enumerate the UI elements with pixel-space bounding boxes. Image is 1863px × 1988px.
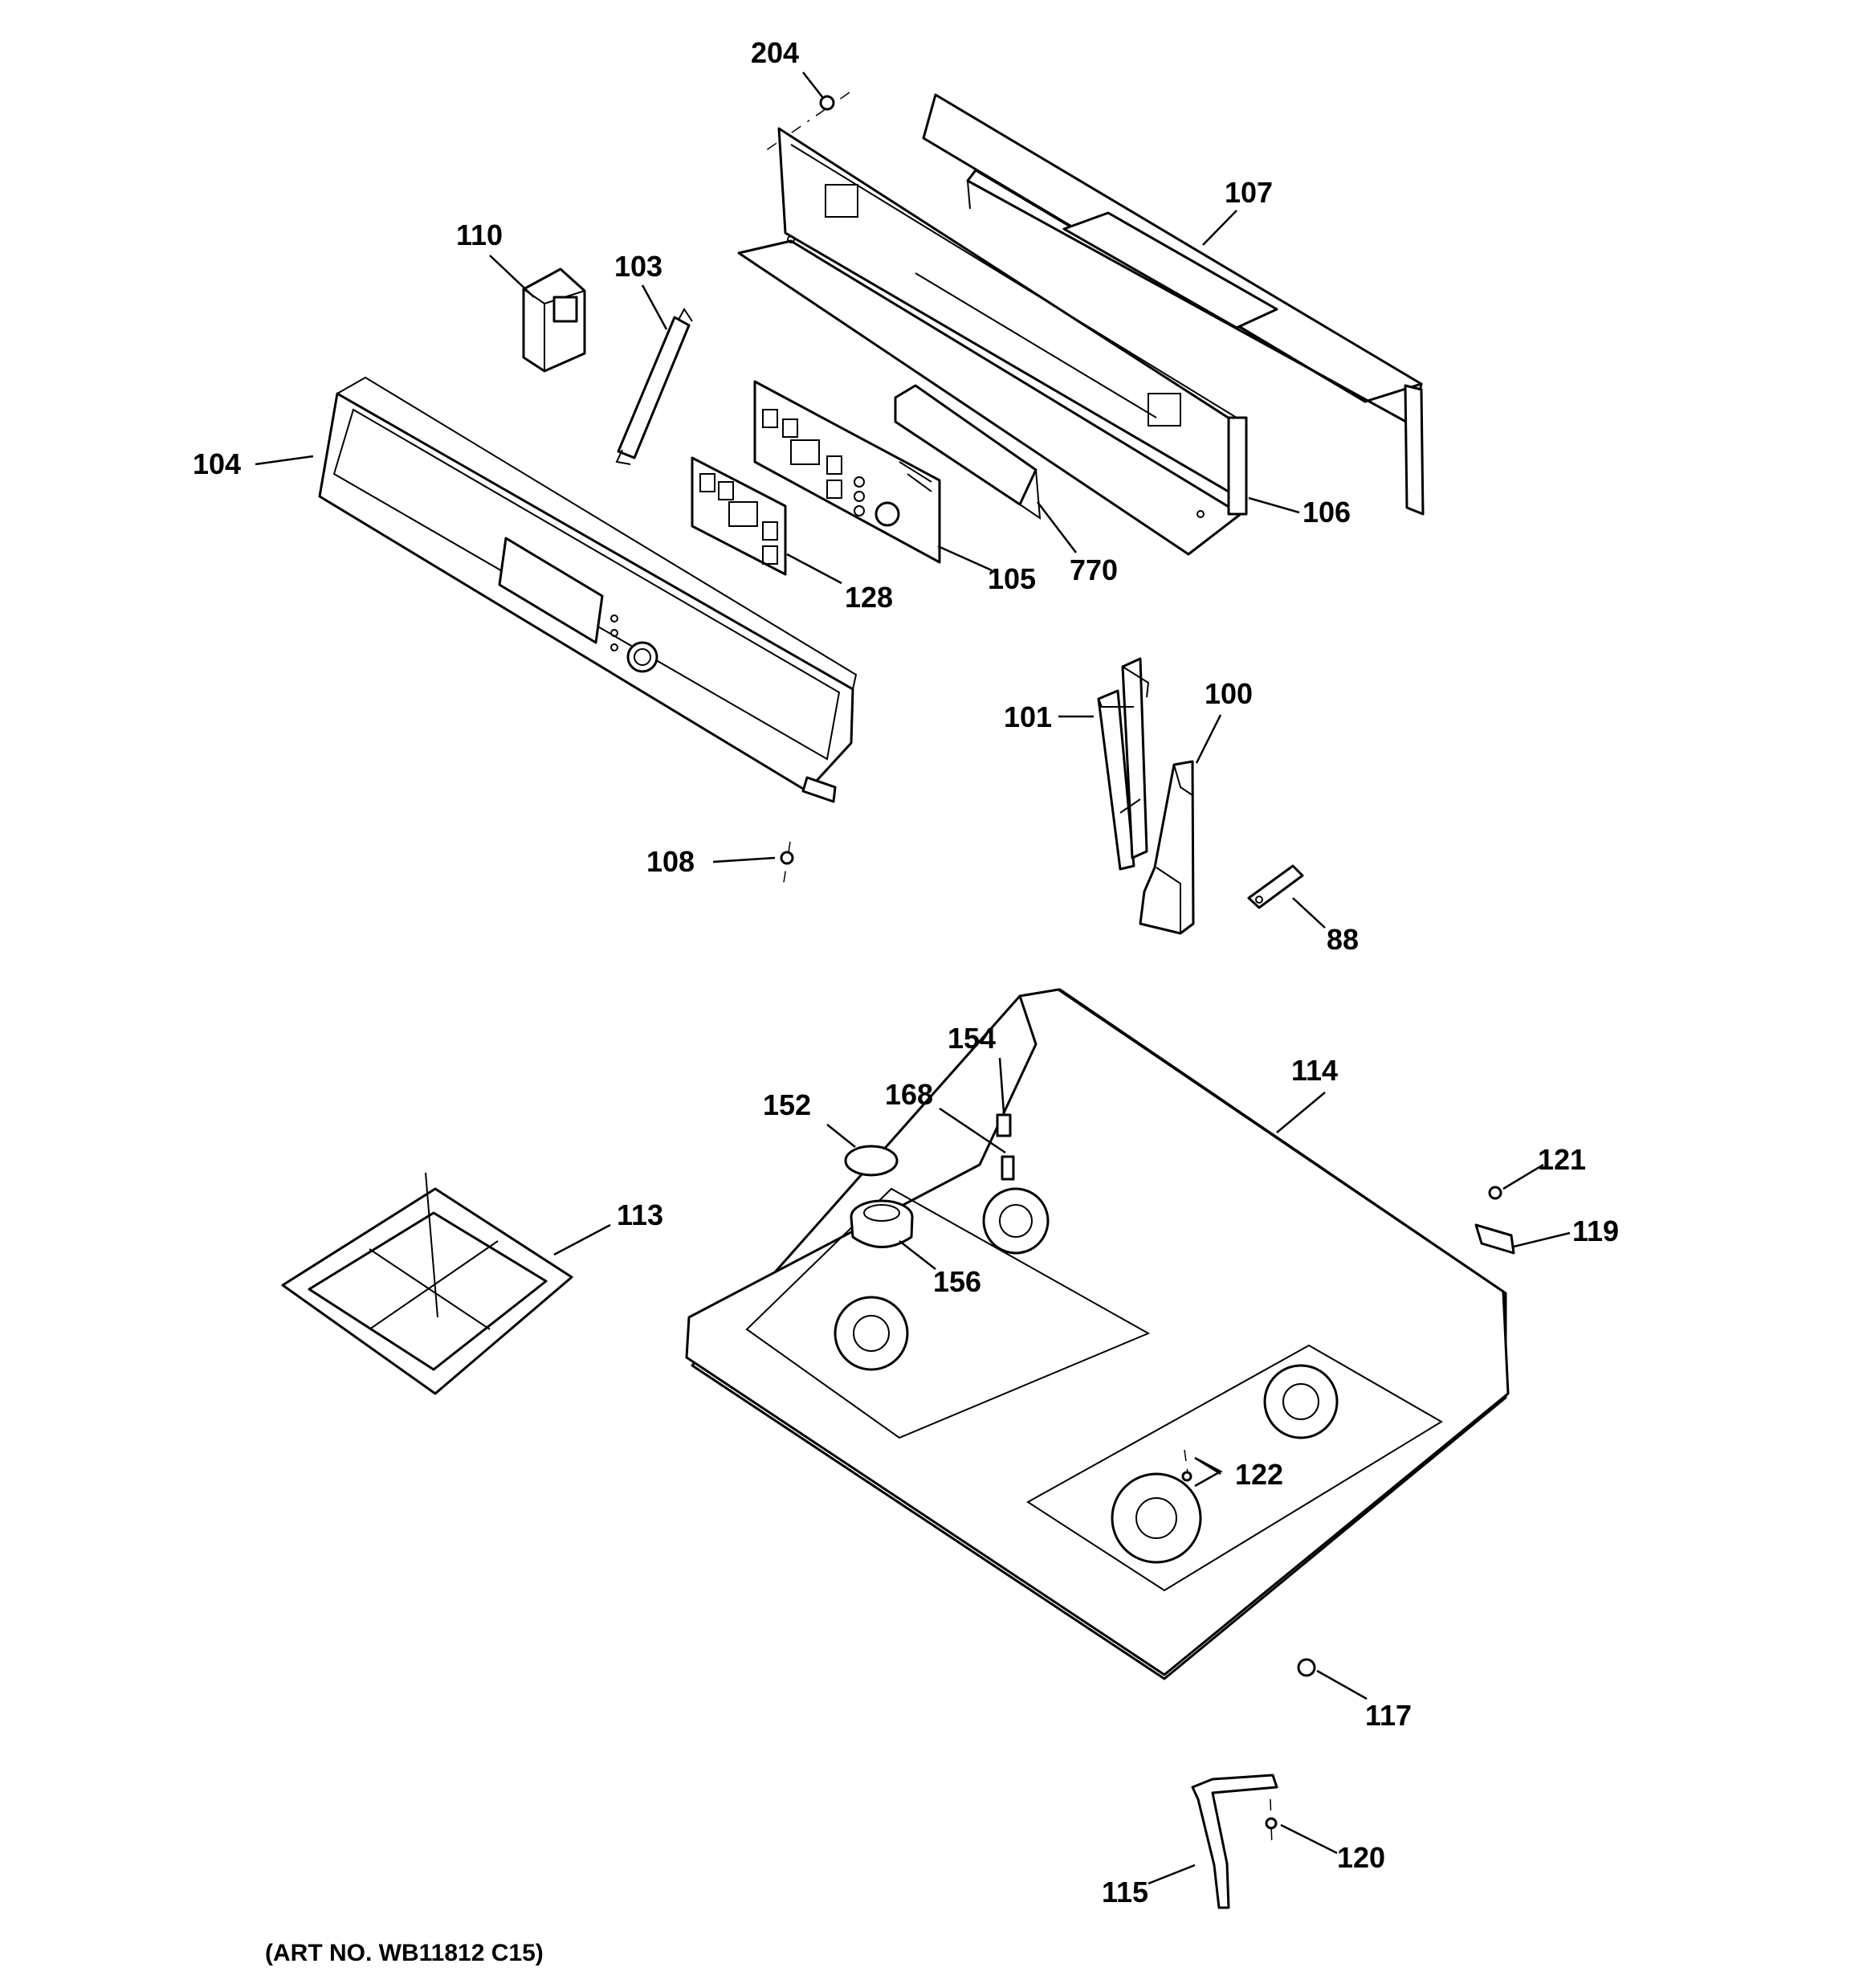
label-204: 204 <box>751 36 799 69</box>
part-770-trim <box>894 384 1042 520</box>
label-119: 119 <box>1572 1214 1619 1247</box>
part-101-bracket <box>1097 657 1150 871</box>
label-107: 107 <box>1225 176 1273 209</box>
leader-lines <box>255 71 1571 1885</box>
label-88: 88 <box>1327 923 1359 956</box>
part-115-tube <box>1191 1774 1278 1909</box>
label-100: 100 <box>1205 677 1253 710</box>
part-88-clip <box>1247 864 1304 909</box>
part-107-top-trim <box>922 93 1425 516</box>
part-120-screw <box>1265 1798 1278 1848</box>
label-770: 770 <box>1070 553 1118 586</box>
part-106-backguard <box>737 127 1248 556</box>
part-108-screw <box>780 841 794 888</box>
part-119-bracket <box>1474 1223 1515 1255</box>
label-108: 108 <box>646 845 695 878</box>
part-128-overlay <box>691 456 787 576</box>
label-101: 101 <box>1004 700 1052 733</box>
label-104: 104 <box>193 447 241 480</box>
part-100-side-trim <box>1139 760 1195 935</box>
part-105-control-board <box>753 380 941 564</box>
label-106: 106 <box>1302 496 1351 529</box>
label-154: 154 <box>948 1022 996 1055</box>
art-number-caption: (ART NO. WB11812 C15) <box>265 1940 544 1966</box>
label-117: 117 <box>1365 1699 1412 1732</box>
label-115: 115 <box>1102 1876 1148 1908</box>
part-204-screw <box>762 92 850 153</box>
part-154-orifice <box>996 1113 1012 1137</box>
label-114: 114 <box>1291 1054 1338 1087</box>
label-121: 121 <box>1538 1143 1586 1176</box>
label-128: 128 <box>845 581 893 614</box>
label-110: 110 <box>456 218 503 251</box>
part-168-electrode <box>1001 1155 1015 1181</box>
part-121-screw <box>1488 1186 1502 1200</box>
label-113: 113 <box>617 1198 663 1231</box>
label-103: 103 <box>614 250 662 283</box>
label-105: 105 <box>988 562 1036 595</box>
part-117-nut <box>1297 1658 1316 1677</box>
part-122-screws <box>1181 1449 1192 1482</box>
part-156-burner-head <box>850 1199 914 1248</box>
label-152: 152 <box>763 1088 811 1121</box>
part-103-bracket <box>615 308 693 465</box>
part-110-relay <box>522 267 586 373</box>
part-152-burner-cap <box>844 1145 899 1177</box>
label-120: 120 <box>1337 1841 1385 1874</box>
label-168: 168 <box>885 1078 933 1111</box>
label-156: 156 <box>933 1265 981 1298</box>
part-113-grate <box>281 1172 573 1395</box>
label-122: 122 <box>1235 1458 1283 1491</box>
part-104-control-panel <box>318 376 858 803</box>
